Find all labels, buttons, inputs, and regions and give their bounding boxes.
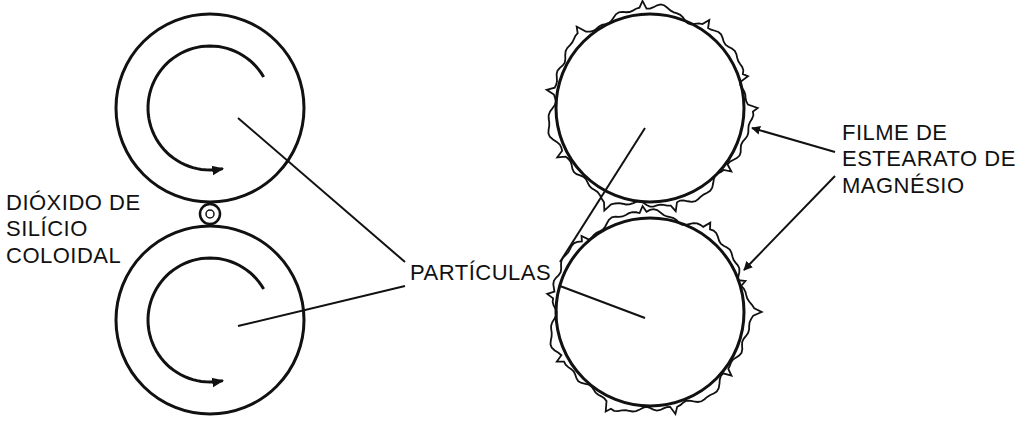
leader-line bbox=[560, 286, 645, 318]
film-arrow bbox=[744, 176, 835, 270]
particle-circle bbox=[556, 218, 744, 406]
film-label: FILME DE ESTEARATO DE MAGNÉSIO bbox=[842, 120, 1022, 199]
film-arrow bbox=[752, 128, 835, 152]
rotation-arrow bbox=[148, 258, 264, 382]
silica-label: DIÓXIDO DE SILÍCIO COLOIDAL bbox=[6, 190, 141, 269]
leader-line bbox=[238, 118, 405, 262]
particle-label: PARTÍCULAS bbox=[410, 260, 560, 286]
stearate-film bbox=[547, 1, 758, 211]
leader-line bbox=[560, 128, 645, 262]
stearate-film bbox=[547, 206, 761, 414]
particle-circle bbox=[116, 226, 304, 414]
rotation-arrow bbox=[148, 46, 264, 170]
leader-line bbox=[238, 286, 405, 326]
silica-core bbox=[206, 210, 214, 218]
particle-circle bbox=[116, 14, 304, 202]
particle-circle bbox=[556, 14, 744, 202]
silica-particle bbox=[200, 204, 220, 224]
